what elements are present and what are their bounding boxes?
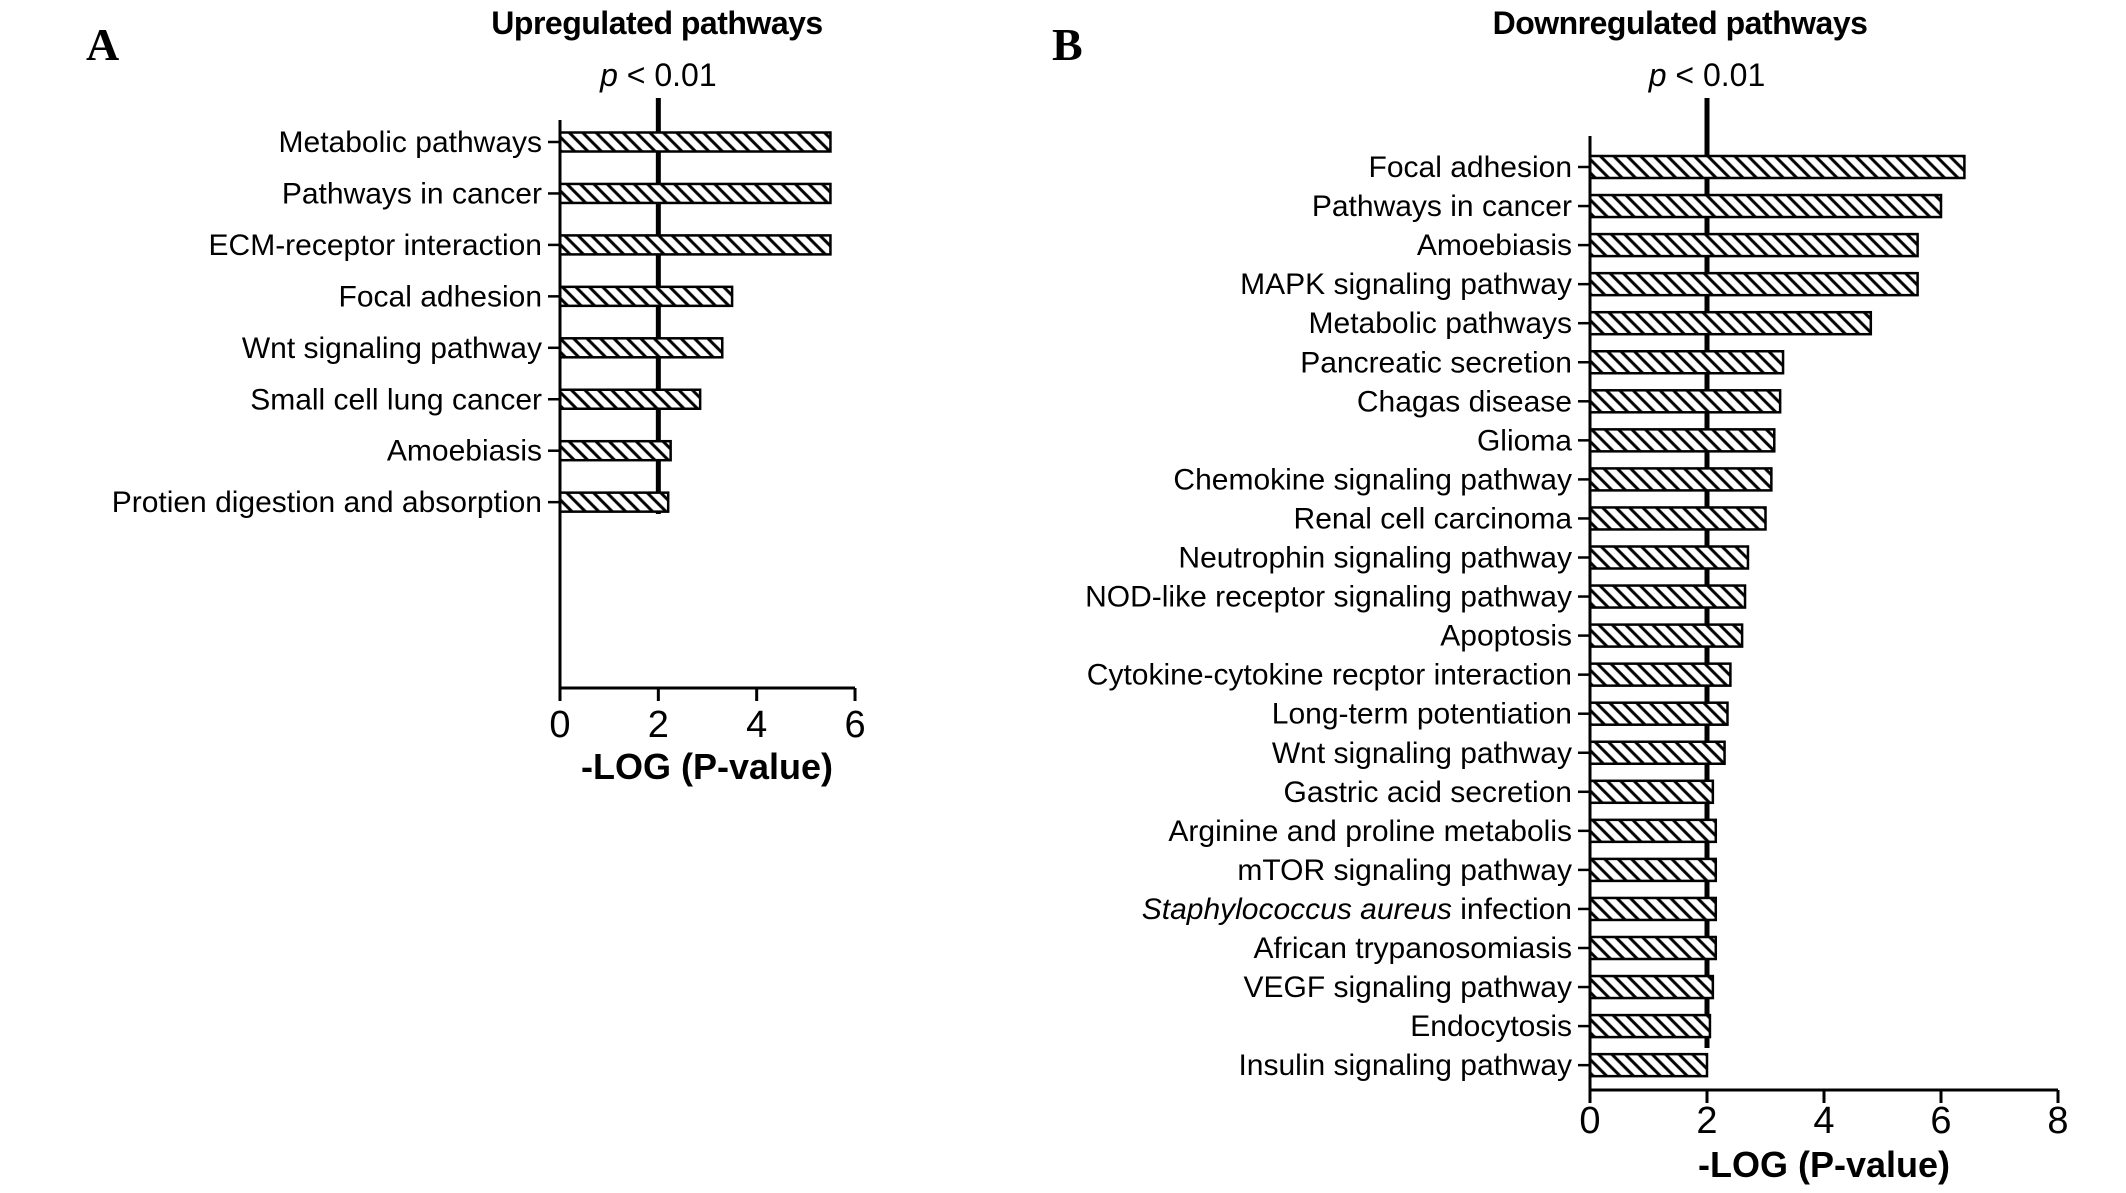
bar	[1588, 467, 1773, 492]
bar	[1588, 350, 1785, 375]
bar	[1588, 779, 1715, 805]
bar	[558, 131, 832, 153]
bar	[558, 234, 832, 256]
bar	[1588, 1052, 1709, 1078]
category-label: MAPK signaling pathway	[1240, 268, 1572, 301]
category-label: Focal adhesion	[339, 280, 542, 313]
category-label: Pancreatic secretion	[1300, 346, 1572, 379]
x-tick-label: 6	[1930, 1100, 1951, 1142]
panel-a-title: Upregulated pathways	[491, 5, 823, 41]
bar	[1588, 857, 1718, 883]
x-tick-label: 4	[746, 704, 767, 746]
bar	[558, 182, 832, 205]
bar	[1588, 506, 1767, 531]
bar	[1588, 896, 1718, 922]
bar	[1588, 623, 1744, 648]
category-label: VEGF signaling pathway	[1243, 971, 1572, 1004]
bar	[1588, 740, 1726, 765]
category-label: Insulin signaling pathway	[1238, 1049, 1572, 1082]
p-value-annotation: p < 0.01	[599, 57, 717, 93]
category-label: Glioma	[1477, 424, 1572, 457]
category-label: Chagas disease	[1357, 385, 1572, 418]
bar	[1588, 584, 1747, 609]
bar	[558, 388, 702, 410]
category-label: African trypanosomiasis	[1254, 932, 1572, 965]
category-label: Amoebiasis	[387, 435, 542, 468]
category-label: Gastric acid secretion	[1284, 776, 1572, 809]
category-label: Chemokine signaling pathway	[1173, 463, 1572, 496]
category-label: Pathways in cancer	[1312, 190, 1572, 223]
bar	[1588, 389, 1782, 414]
category-label: Cytokine-cytokine recptor interaction	[1087, 659, 1572, 692]
category-label: Long-term potentiation	[1272, 698, 1572, 731]
bar	[1588, 271, 1919, 297]
bar	[1588, 310, 1873, 336]
x-tick-label: 2	[648, 704, 669, 746]
panel-b-letter: B	[1052, 19, 1083, 70]
x-tick-label: 8	[2047, 1100, 2068, 1142]
bar	[1588, 935, 1718, 961]
p-value-annotation: p < 0.01	[1648, 57, 1766, 93]
x-tick-label: 6	[844, 704, 865, 746]
category-label: Focal adhesion	[1369, 151, 1572, 184]
category-label: Small cell lung cancer	[250, 383, 542, 416]
category-label: Arginine and proline metabolis	[1168, 815, 1572, 848]
category-label: Apoptosis	[1440, 620, 1572, 653]
category-label: Metabolic pathways	[279, 126, 542, 159]
bar	[1588, 662, 1732, 687]
x-tick-label: 0	[1579, 1100, 1600, 1142]
x-tick-label: 4	[1813, 1100, 1834, 1142]
category-label: Pathways in cancer	[282, 177, 542, 210]
category-label: Wnt signaling pathway	[242, 332, 542, 365]
x-axis-title: -LOG (P-value)	[581, 746, 833, 787]
category-label: Staphylococcus aureus infection	[1142, 893, 1572, 926]
category-label: mTOR signaling pathway	[1237, 854, 1572, 887]
category-label: Metabolic pathways	[1309, 307, 1572, 340]
bar	[1588, 974, 1715, 1000]
x-axis-title: -LOG (P-value)	[1698, 1144, 1950, 1185]
panel-a-letter: A	[86, 19, 120, 70]
bar	[558, 491, 670, 513]
category-label: NOD-like receptor signaling pathway	[1085, 581, 1572, 614]
bar	[1588, 154, 1966, 180]
x-tick-label: 0	[549, 704, 570, 746]
bar	[1588, 701, 1729, 726]
bar	[1588, 193, 1943, 219]
category-label: Neutrophin signaling pathway	[1178, 542, 1572, 575]
bar	[1588, 428, 1776, 453]
bar	[1588, 545, 1750, 570]
bar	[558, 337, 724, 359]
category-label: Amoebiasis	[1417, 229, 1572, 262]
category-label: Protien digestion and absorption	[112, 486, 542, 519]
bar	[1588, 232, 1919, 258]
bar	[558, 439, 672, 462]
bar	[1588, 1013, 1712, 1039]
category-label: Endocytosis	[1410, 1010, 1572, 1043]
category-label: ECM-receptor interaction	[209, 229, 542, 262]
bar	[1588, 818, 1718, 844]
category-label: Renal cell carcinoma	[1294, 502, 1573, 535]
category-label: Wnt signaling pathway	[1272, 737, 1572, 770]
x-tick-label: 2	[1696, 1100, 1717, 1142]
panel-b-title: Downregulated pathways	[1492, 5, 1868, 41]
bar	[558, 285, 734, 308]
